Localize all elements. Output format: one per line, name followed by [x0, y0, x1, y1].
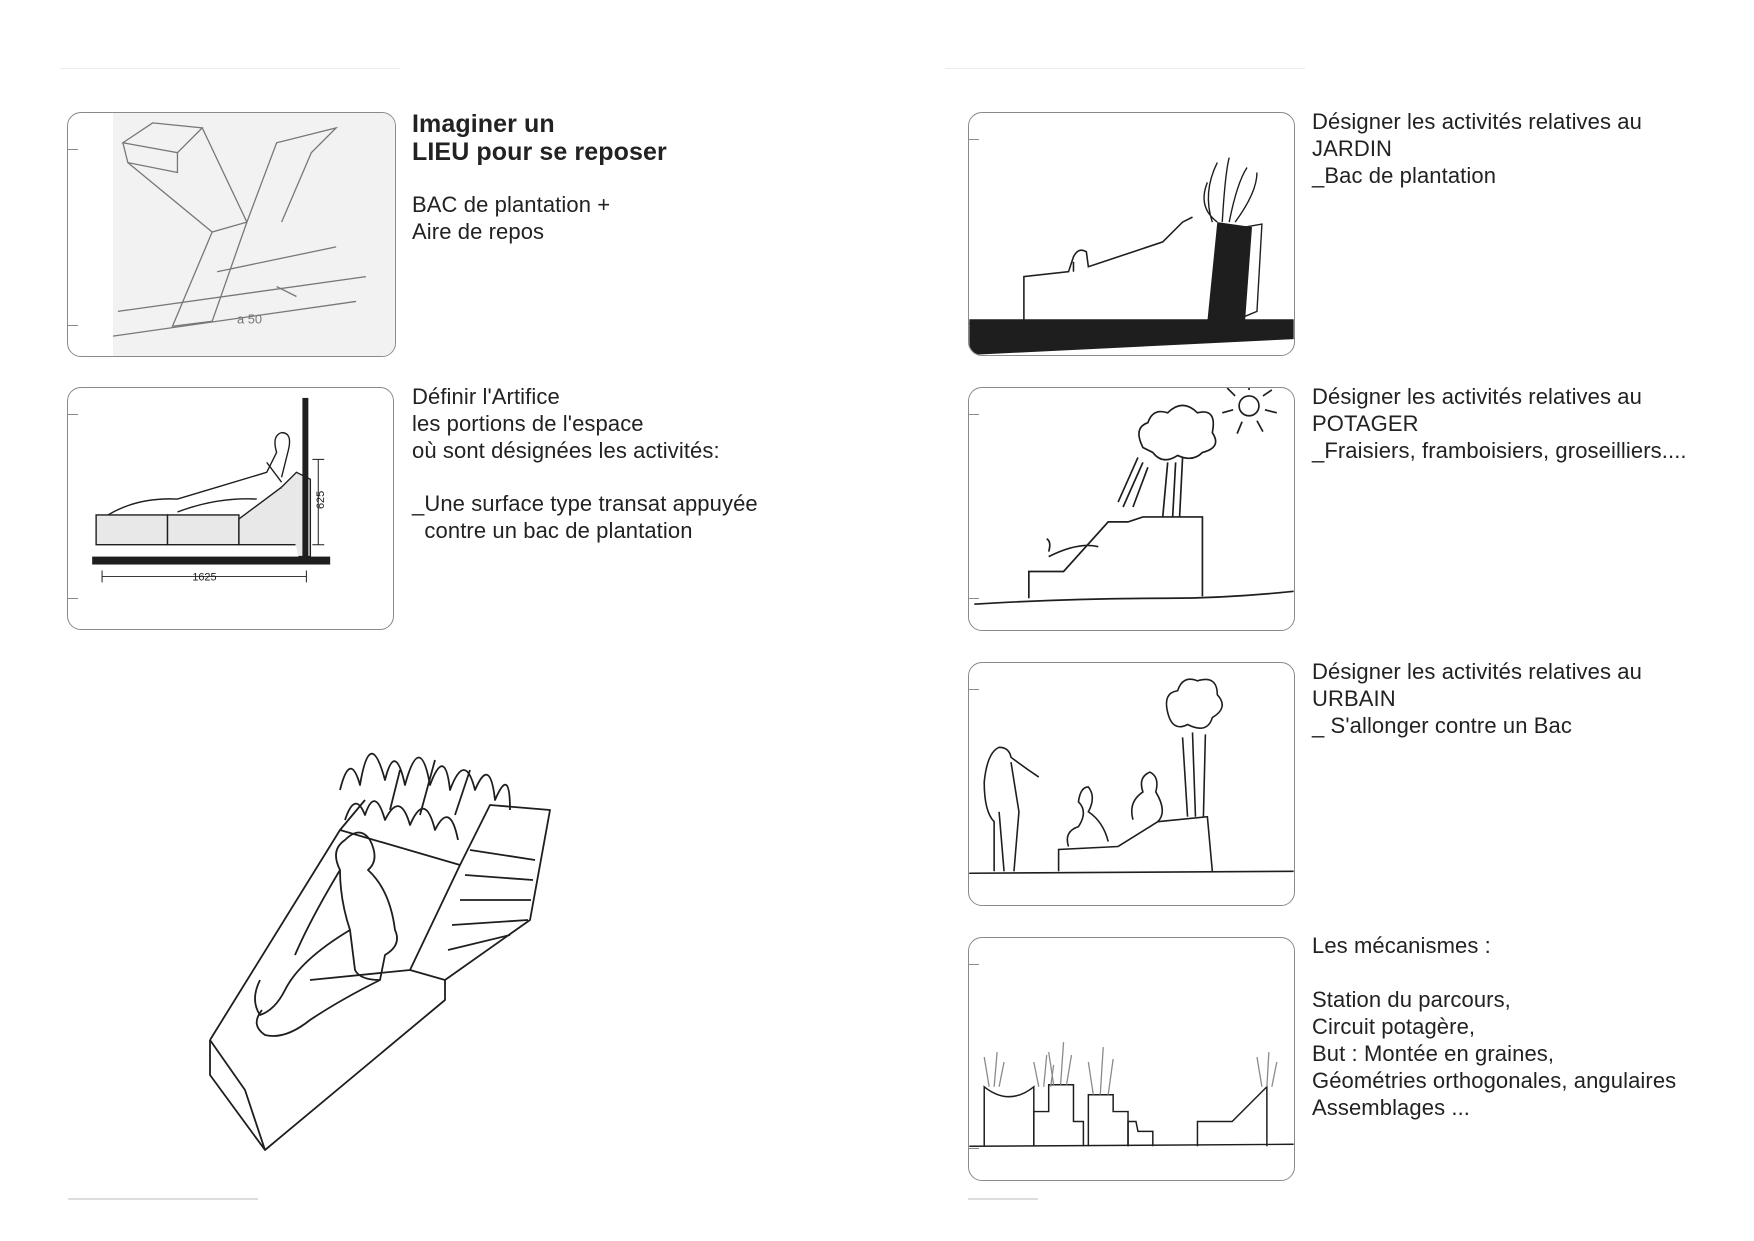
- potager-panel: [968, 387, 1295, 631]
- urbain-panel: [968, 662, 1295, 906]
- left-b1-line2: Aire de repos: [412, 219, 545, 244]
- right-b2-line1: Désigner les activités relatives au: [1312, 384, 1642, 409]
- lounger-perspective-sketch: [209, 752, 551, 1151]
- right-b4-line2: Station du parcours,: [1312, 987, 1511, 1012]
- mecanismes-panel: [968, 937, 1295, 1181]
- top-rule-left: [60, 68, 400, 69]
- right-b3-line3: _ S'allonger contre un Bac: [1312, 713, 1572, 738]
- right-b1-line2: JARDIN: [1312, 136, 1393, 161]
- right-b3-line1: Désigner les activités relatives au: [1312, 659, 1642, 684]
- jardin-sketch: [969, 157, 1294, 355]
- right-b4-line4: But : Montée en graines,: [1312, 1041, 1555, 1066]
- right-b1-line1: Désigner les activités relatives au: [1312, 109, 1642, 134]
- dim-height-label: 625: [315, 491, 327, 509]
- urbain-sketch: [969, 678, 1294, 875]
- mecanismes-sketch: [969, 1042, 1294, 1148]
- left-b2-line2: les portions de l'espace: [412, 411, 644, 436]
- left-title-2: LIEU pour se reposer: [412, 138, 667, 166]
- right-b4-line5: Géométries orthogonales, angulaires: [1312, 1068, 1677, 1093]
- right-b4-line6: Assemblages ...: [1312, 1095, 1471, 1120]
- left-title-1: Imaginer un: [412, 110, 555, 138]
- potager-sketch: [974, 388, 1294, 606]
- left-footer-mark: [68, 1198, 258, 1200]
- right-b2-line3: _Fraisiers, framboisiers, groseilliers..…: [1312, 438, 1687, 463]
- right-b2-line2: POTAGER: [1312, 411, 1419, 436]
- right-b3-line2: URBAIN: [1312, 686, 1396, 711]
- lounger-dimension-diagram: 625 1625: [92, 397, 331, 583]
- left-b2-line3: où sont désignées les activités:: [412, 438, 720, 463]
- left-b2-line1: Définir l'Artifice: [412, 384, 560, 409]
- right-b4-line1: Les mécanismes :: [1312, 933, 1491, 958]
- left-b2-line5: contre un bac de plantation: [412, 518, 693, 543]
- dimension-diagram-panel: 625 1625: [67, 387, 394, 630]
- left-b2-line4: _Une surface type transat appuyée: [412, 491, 758, 516]
- pencil-sketch-panel: a 50: [67, 112, 396, 357]
- left-b1-line1: BAC de plantation +: [412, 192, 611, 217]
- dim-width-label: 1625: [192, 571, 216, 583]
- top-rule-right: [945, 68, 1305, 69]
- right-b1-line3: _Bac de plantation: [1312, 163, 1497, 188]
- jardin-panel: [968, 112, 1295, 356]
- right-b4-line3: Circuit potagère,: [1312, 1014, 1476, 1039]
- pencil-sketch: a 50: [112, 113, 395, 356]
- sketch-label: a 50: [237, 311, 262, 326]
- right-footer-mark: [968, 1198, 1038, 1200]
